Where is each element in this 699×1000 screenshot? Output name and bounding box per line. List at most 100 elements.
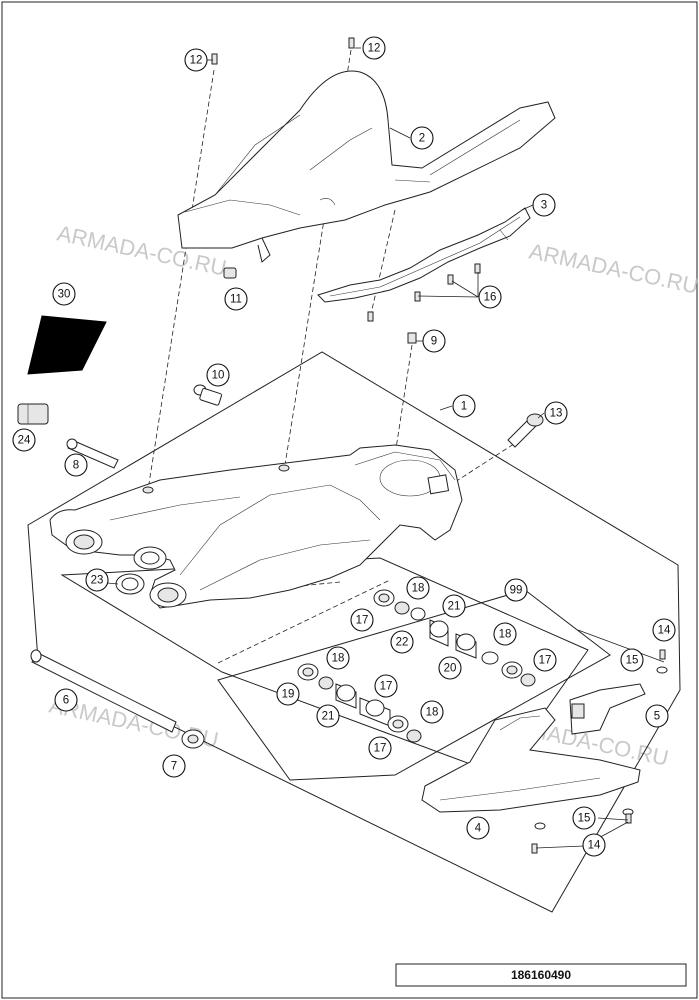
callout-circle <box>276 682 300 706</box>
callout-circle <box>85 568 109 592</box>
callout-number: 19 <box>282 689 295 701</box>
connector-part-24 <box>17 403 49 425</box>
callout-number: 24 <box>18 435 31 447</box>
callout-13: 13 <box>544 401 568 425</box>
callout-circle <box>406 576 430 600</box>
chain-guide-part-5 <box>569 683 646 735</box>
callout-circle <box>54 688 78 712</box>
callout-18: 18 <box>420 700 444 724</box>
callout-circle <box>582 833 606 857</box>
callout-circle <box>326 646 350 670</box>
callout-circle <box>422 329 446 353</box>
callout-circle <box>645 704 669 728</box>
callout-14: 14 <box>652 618 676 642</box>
callout-number: 15 <box>578 813 591 825</box>
callout-99: 99 <box>504 578 528 602</box>
callout-number: 17 <box>374 743 387 755</box>
callout-circle <box>390 630 414 654</box>
callout-number: 21 <box>322 711 335 723</box>
callout-9: 9 <box>422 329 446 353</box>
callout-12: 12 <box>362 36 386 60</box>
centerline-16 <box>369 209 396 319</box>
callout-circle <box>533 648 557 672</box>
callout-3: 3 <box>532 193 556 217</box>
callout-number: 12 <box>190 55 203 67</box>
chain-slider-part-4 <box>421 707 641 813</box>
bolt-part-9 <box>407 332 417 344</box>
callout-number: 18 <box>499 629 512 641</box>
callout-1: 1 <box>452 394 476 418</box>
callout-number: 21 <box>448 601 461 613</box>
bolt-part-10 <box>193 384 223 406</box>
callout-17: 17 <box>368 736 392 760</box>
callout-17: 17 <box>533 648 557 672</box>
callout-number: 15 <box>626 655 639 667</box>
centerline-12-left <box>147 69 215 491</box>
screw-part-14-a <box>659 649 666 660</box>
callout-circle <box>493 622 517 646</box>
callout-number: 1 <box>461 401 467 413</box>
callout-number: 18 <box>332 653 345 665</box>
callout-circle <box>452 394 476 418</box>
callout-circle <box>410 126 434 150</box>
callout-number: 13 <box>550 408 563 420</box>
callout-21: 21 <box>316 704 340 728</box>
callout-number: 12 <box>368 43 381 55</box>
callout-circle <box>504 578 528 602</box>
seal-part-23 <box>115 546 167 595</box>
callout-number: 11 <box>230 294 242 306</box>
screw-part-14-b <box>531 813 632 854</box>
bolt-part-13 <box>507 413 544 448</box>
callout-circle <box>362 36 386 60</box>
callout-circle <box>12 428 36 452</box>
callout-circle <box>466 816 490 840</box>
screw-part-12-a <box>211 53 218 65</box>
callout-circle <box>224 287 248 311</box>
callout-8: 8 <box>64 453 88 477</box>
callout-circle <box>162 754 186 778</box>
callout-circle <box>532 193 556 217</box>
callout-circle <box>478 285 502 309</box>
screw-part-12-b <box>348 37 355 49</box>
callout-circle <box>438 656 462 680</box>
callout-number: 18 <box>426 707 439 719</box>
callout-number: 17 <box>356 615 369 627</box>
centerline-12-right <box>284 49 352 466</box>
watermark-2: ARMADA-CO.RU <box>527 238 699 298</box>
callout-circle <box>620 648 644 672</box>
bearing-parts <box>297 589 536 743</box>
callout-18: 18 <box>493 622 517 646</box>
callout-circle <box>52 282 76 306</box>
drawing-number: 186160490 <box>511 968 571 982</box>
centerline-9 <box>394 344 413 456</box>
callout-number: 9 <box>431 336 437 348</box>
callout-circle <box>544 401 568 425</box>
centerline-13 <box>454 439 521 483</box>
callout-7: 7 <box>162 754 186 778</box>
bearing-kit-outline-lower <box>217 589 611 781</box>
callout-20: 20 <box>438 656 462 680</box>
callout-23: 23 <box>85 568 109 592</box>
callout-number: 23 <box>91 575 104 587</box>
callout-14: 14 <box>582 833 606 857</box>
callout-labels: 1212231611309101132482399181721222018171… <box>12 36 676 857</box>
callout-number: 3 <box>541 200 547 212</box>
callout-number: 6 <box>63 695 69 707</box>
rear-fender-part <box>177 70 556 263</box>
pin-part-8 <box>66 438 119 469</box>
axle-part-6 <box>30 649 177 733</box>
callout-24: 24 <box>12 428 36 452</box>
callout-number: 5 <box>654 711 660 723</box>
callout-circle <box>184 48 208 72</box>
callout-circle <box>572 806 596 830</box>
callout-circle <box>374 674 398 698</box>
callout-number: 30 <box>58 289 71 301</box>
screws-part-16 <box>367 263 481 322</box>
callout-17: 17 <box>350 608 374 632</box>
callout-17: 17 <box>374 674 398 698</box>
callout-11: 11 <box>224 287 248 311</box>
callout-number: 17 <box>539 655 552 667</box>
callout-circle <box>350 608 374 632</box>
callout-circle <box>316 704 340 728</box>
callout-18: 18 <box>326 646 350 670</box>
